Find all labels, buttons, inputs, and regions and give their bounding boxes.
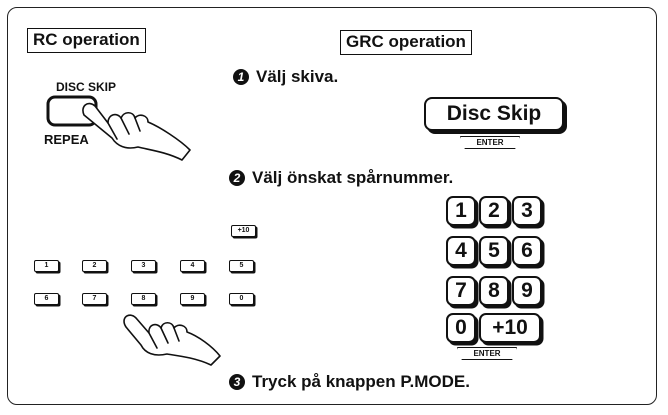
rc-disc-skip-label: DISC SKIP xyxy=(56,80,117,94)
step-3-number-icon: 3 xyxy=(229,374,245,390)
hand-icon xyxy=(123,314,221,366)
grc-key-9[interactable]: 9 xyxy=(512,276,542,306)
step-2-number-icon: 2 xyxy=(229,170,245,186)
grc-key-6[interactable]: 6 xyxy=(512,236,542,266)
rc-key-2[interactable]: 2 xyxy=(82,260,107,272)
grc-key-2[interactable]: 2 xyxy=(479,196,509,226)
rc-operation-heading: RC operation xyxy=(27,28,146,53)
rc-key-9[interactable]: 9 xyxy=(180,293,205,305)
grc-key-4[interactable]: 4 xyxy=(446,236,476,266)
hand-icon xyxy=(82,102,191,161)
grc-key-1[interactable]: 1 xyxy=(446,196,476,226)
rc-key-6[interactable]: 6 xyxy=(34,293,59,305)
step-2: 2 Välj önskat spårnummer. xyxy=(229,168,453,188)
rc-key-7[interactable]: 7 xyxy=(82,293,107,305)
rc-key-plus10[interactable]: +10 xyxy=(231,225,256,237)
rc-repeat-label: REPEA xyxy=(44,132,89,147)
rc-key-5[interactable]: 5 xyxy=(229,260,254,272)
instruction-frame xyxy=(7,7,657,405)
rc-key-8[interactable]: 8 xyxy=(131,293,156,305)
rc-key-3[interactable]: 3 xyxy=(131,260,156,272)
grc-key-3[interactable]: 3 xyxy=(512,196,542,226)
grc-enter-tag-1: ENTER xyxy=(460,136,520,149)
grc-key-plus10[interactable]: +10 xyxy=(479,313,541,343)
grc-key-0[interactable]: 0 xyxy=(446,313,476,343)
step-2-text: Välj önskat spårnummer. xyxy=(252,168,454,187)
step-3: 3 Tryck på knappen P.MODE. xyxy=(229,372,470,392)
grc-disc-skip-button[interactable]: Disc Skip xyxy=(424,97,564,131)
grc-key-8[interactable]: 8 xyxy=(479,276,509,306)
step-1-text: Välj skiva. xyxy=(256,67,339,86)
step-1: 1 Välj skiva. xyxy=(233,67,338,87)
step-3-text: Tryck på knappen P.MODE. xyxy=(252,372,470,391)
rc-key-0[interactable]: 0 xyxy=(229,293,254,305)
grc-key-5[interactable]: 5 xyxy=(479,236,509,266)
step-1-number-icon: 1 xyxy=(233,69,249,85)
grc-enter-tag-2: ENTER xyxy=(457,347,517,360)
grc-operation-heading: GRC operation xyxy=(340,30,472,55)
rc-key-4[interactable]: 4 xyxy=(180,260,205,272)
rc-key-1[interactable]: 1 xyxy=(34,260,59,272)
grc-key-7[interactable]: 7 xyxy=(446,276,476,306)
